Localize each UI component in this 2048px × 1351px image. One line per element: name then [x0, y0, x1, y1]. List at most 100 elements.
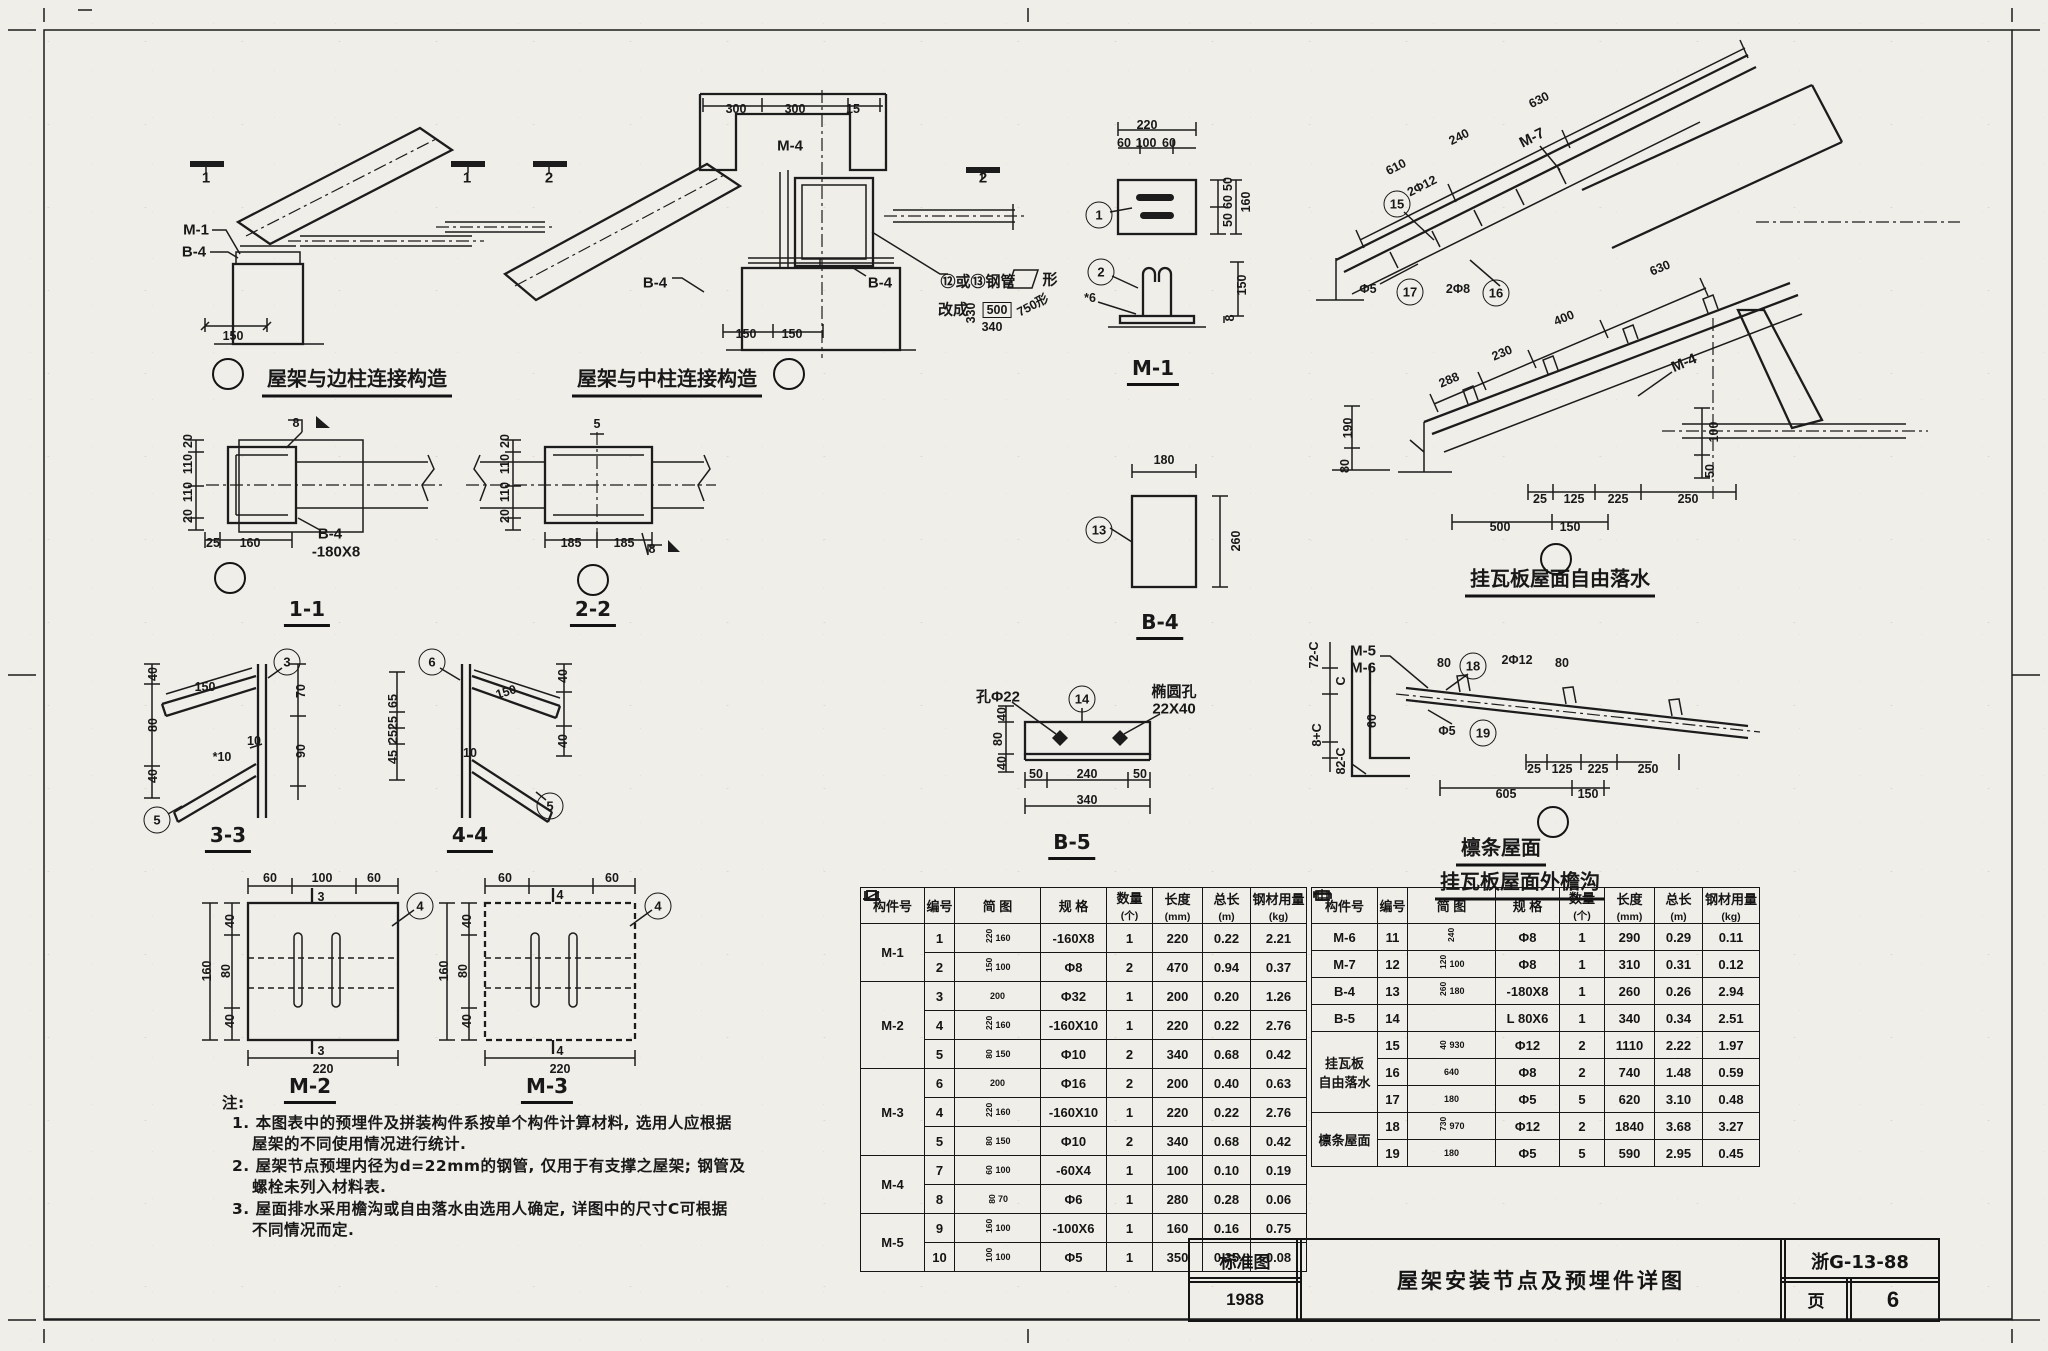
cell: 15	[1377, 1031, 1408, 1059]
cell: 18	[1377, 1112, 1408, 1140]
dimension-label: 40	[223, 914, 237, 928]
cell: 2	[1106, 1068, 1153, 1098]
cell: 0.34	[1654, 1004, 1703, 1032]
callout-bubble: 15	[1383, 190, 1411, 218]
section-1-1	[188, 416, 444, 548]
dimension-label: 250	[1677, 492, 1699, 506]
cell: 200	[1152, 1068, 1203, 1098]
dimension-label: 190	[1341, 417, 1355, 439]
callout-bubble: 17	[1396, 278, 1424, 306]
dimension-label: 40	[460, 914, 474, 928]
part-label: B-4	[867, 274, 893, 292]
dimension-label: 60	[1162, 136, 1176, 150]
cell: 5	[1559, 1139, 1605, 1167]
callout-bubble: 4	[406, 892, 434, 920]
cell: 590	[1604, 1139, 1655, 1167]
dimension-label: 630	[1647, 257, 1673, 279]
cell: 280	[1152, 1184, 1203, 1214]
cell: 220	[1152, 1010, 1203, 1040]
dimension-label: 50	[1703, 464, 1717, 478]
cell: 350	[1152, 1242, 1203, 1272]
dimension-label: 25	[1527, 762, 1541, 776]
header-row: 构件号编号简 图规 格数量(个)长度(mm)总长(m)钢材用量(kg)	[860, 887, 1307, 924]
note-line: 屋架的不同使用情况进行统计.	[252, 1135, 467, 1153]
part-label: -180X8	[311, 543, 361, 561]
detail-title: M-1	[1126, 356, 1180, 386]
section-2-2	[466, 432, 716, 556]
dimension-label: 8	[648, 542, 656, 556]
cell: Φ10	[1040, 1126, 1107, 1156]
cell: 220	[1152, 1097, 1203, 1127]
dimension-label: 185	[560, 536, 582, 550]
cell: 0.68	[1202, 1126, 1251, 1156]
cell: Φ5	[1495, 1085, 1560, 1113]
part-label: M-1	[183, 221, 209, 239]
callout-bubble: 2	[1087, 258, 1115, 286]
cell: Φ8	[1040, 952, 1107, 982]
cell: 5	[1559, 1085, 1605, 1113]
cell: 2.51	[1702, 1004, 1760, 1032]
dimension-label: Φ5	[1359, 282, 1377, 296]
column-header: 总长(m)	[1654, 887, 1703, 924]
cell: 340	[1152, 1126, 1203, 1156]
ref-circle	[577, 564, 609, 596]
cell: 2.95	[1654, 1139, 1703, 1167]
cell: 2.21	[1250, 923, 1307, 953]
cell: 0.63	[1250, 1068, 1307, 1098]
cell: 0.22	[1202, 1097, 1251, 1127]
detail-title: 1-1	[283, 597, 331, 627]
dimension-label: 150	[1235, 274, 1249, 296]
cell: 1	[1106, 1097, 1153, 1127]
dimension-label: 5	[593, 417, 601, 431]
cell: 2	[1559, 1031, 1605, 1059]
dimension-label: 60	[263, 871, 277, 885]
cell: 11	[1377, 923, 1408, 951]
cell: 0.20	[1202, 981, 1251, 1011]
cell: 5	[924, 1039, 955, 1069]
cell: 2	[1106, 1126, 1153, 1156]
cell: 340	[1604, 1004, 1655, 1032]
column-header: 构件号	[860, 887, 925, 924]
dimension-label: 220	[1136, 118, 1158, 132]
ref-circle	[212, 358, 244, 390]
dimension-label: 50	[1029, 767, 1043, 781]
member-group: B-5	[1311, 1004, 1378, 1032]
note-line: 3. 屋面排水采用檐沟或自由落水由选用人确定, 详图中的尺寸C可根据	[232, 1200, 728, 1218]
part-label: B-4	[181, 243, 207, 261]
dimension-label: 225	[1587, 762, 1609, 776]
header-row: 构件号编号简 图规 格数量(个)长度(mm)总长(m)钢材用量(kg)	[1311, 887, 1760, 924]
cell: 200	[862, 897, 1041, 1098]
dimension-label: Φ5	[1438, 724, 1456, 738]
cell: 1	[1106, 1010, 1153, 1040]
dimension-label: 750形	[1014, 291, 1051, 320]
dimension-label: 330	[964, 302, 978, 324]
detail-roof-free-drainage	[1316, 39, 1960, 530]
dimension-label: 40	[556, 734, 570, 748]
cell: 0.37	[1250, 952, 1307, 982]
part-label: M-7	[1516, 124, 1548, 152]
dimension-label: 110	[181, 453, 195, 475]
cell: 290	[1604, 923, 1655, 951]
dimension-label: 630	[1526, 89, 1552, 111]
cell: 0.12	[1702, 950, 1760, 978]
column-header: 钢材用量(kg)	[1250, 887, 1307, 924]
dimension-label: 25	[1533, 492, 1547, 506]
dimension-label: 40	[146, 769, 160, 783]
cell: 1	[1106, 1242, 1153, 1272]
cell: 4	[924, 1097, 955, 1127]
part-label: 1	[201, 169, 211, 187]
dimension-label: 82-C	[1334, 747, 1348, 775]
